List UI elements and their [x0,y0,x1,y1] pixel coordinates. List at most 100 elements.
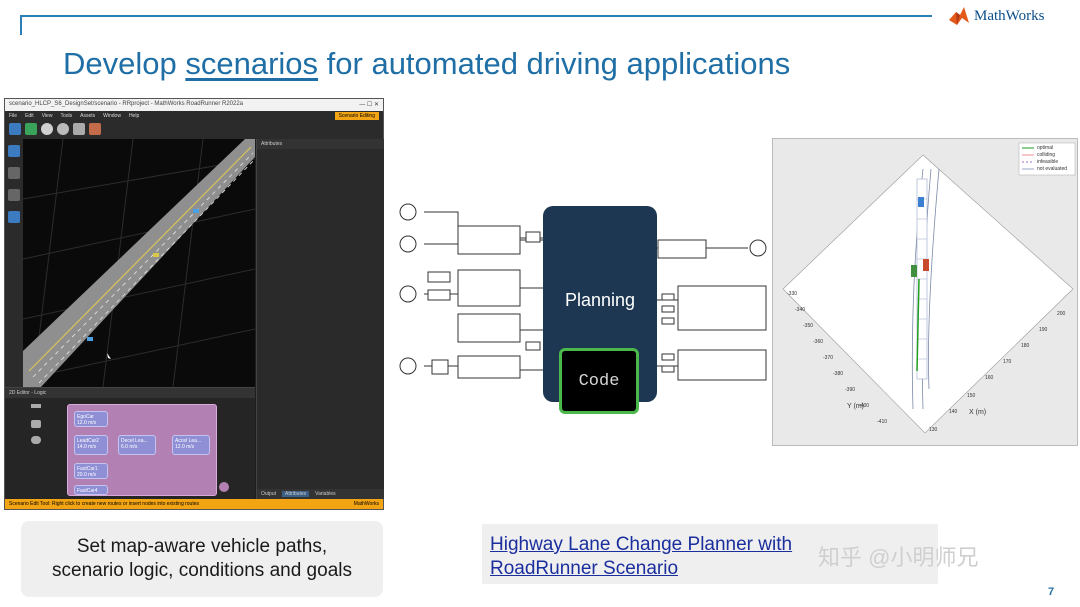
logic-node[interactable]: Accel Lea... 12.0 m/s [172,435,210,455]
rr-window-title: scenario_HLCP_S6_DesignSet/scenario - RR… [9,101,244,107]
logic-settings-icon[interactable] [31,436,41,444]
vehicle-car[interactable] [193,209,199,213]
code-label: Code [578,371,620,391]
status-brand: MathWorks [353,501,379,507]
x-tick: 130 [929,427,938,433]
rr-status-bar: Scenario Edit Tool: Right click to creat… [5,499,383,509]
logic-end-node[interactable] [219,482,229,492]
x-tick: 180 [1021,343,1030,349]
logic-node[interactable]: Decel Lea... 6.0 m/s [118,435,156,455]
x-tick: 170 [1003,359,1012,365]
trajectory-plot: optimal colliding infeasible not evaluat… [772,138,1078,446]
menu-file[interactable]: File [9,113,18,119]
trajectory-plot-canvas [782,142,1076,434]
y-tick: -400 [859,403,870,409]
mathworks-logo: MathWorks [948,6,1044,26]
vehicle-marker [911,265,917,277]
road-scene [23,139,255,387]
tab-output[interactable]: Output [261,491,277,497]
menu-tools[interactable]: Tools [60,113,73,119]
title-suffix: for automated driving applications [318,46,791,81]
vehicle-car[interactable] [153,253,159,257]
sphere-tool-icon[interactable] [57,123,69,135]
status-text: Scenario Edit Tool: Right click to creat… [9,501,200,507]
logic-group: EgoCar 12.0 m/s LeadCar2 14.0 m/s Decel … [67,404,217,496]
x-tick: 160 [985,375,994,381]
anchor-tool-icon[interactable] [73,123,85,135]
rr-title-bar: scenario_HLCP_S6_DesignSet/scenario - RR… [5,99,383,111]
mouse-cursor-icon [107,353,111,359]
route-tool-icon[interactable] [9,123,21,135]
path-tool-icon[interactable] [8,145,20,157]
rr-attributes-panel: Attributes Output Attributes Variables [256,139,384,499]
legend-item: colliding [1037,152,1056,158]
tab-variables[interactable]: Variables [315,491,336,497]
curve-tool-icon[interactable] [8,189,20,201]
y-tick: -360 [813,339,824,345]
logic-tool-icon[interactable] [31,404,41,408]
actor-tool-icon[interactable] [8,211,20,223]
slide-title: Develop scenarios for automated driving … [63,46,790,82]
menu-edit[interactable]: Edit [25,113,34,119]
rr-window-controls[interactable]: — ☐ ✕ [359,102,379,108]
y-tick: -350 [803,323,814,329]
x-tick: 140 [949,409,958,415]
tab-attributes[interactable]: Attributes [282,491,310,497]
rr-3d-viewport[interactable] [23,139,255,387]
vehicle-car[interactable] [87,337,93,341]
logic-node[interactable]: LeadCar2 14.0 m/s [74,435,108,455]
example-link[interactable]: RoadRunner Scenario [490,558,679,579]
legend-item: optimal [1037,145,1054,151]
y-tick: -340 [795,307,806,313]
logic-node[interactable]: FastCar4 [74,485,108,495]
watermark: 知乎 @小明师兄 [818,545,979,570]
layer-tool-icon[interactable] [25,123,37,135]
mode-badge: Scenario Editing [334,112,379,120]
attributes-header: Attributes [257,139,384,149]
y-tick: -380 [833,371,844,377]
caption-line: scenario logic, conditions and goals [52,560,352,581]
globe-tool-icon[interactable] [41,123,53,135]
title-link[interactable]: scenarios [185,46,319,81]
road-tool-icon[interactable] [8,167,20,179]
legend-item: infeasible [1037,159,1059,165]
membrane-icon [949,7,969,25]
ego-vehicle-marker [918,197,924,207]
input-port-icon [399,203,417,221]
vehicle-tool-icon[interactable] [89,123,101,135]
y-tick: -330 [787,291,798,297]
x-axis-label: X (m) [969,409,987,416]
menu-view[interactable]: View [41,113,53,119]
legend-item: not evaluated [1037,166,1068,172]
rr-menu-bar: File Edit View Tools Assets Window Help … [5,111,383,121]
logic-node[interactable]: EgoCar 12.0 m/s [74,411,108,427]
input-port-icon [399,285,417,303]
logic-save-icon[interactable] [31,420,41,428]
x-tick: 200 [1057,311,1066,317]
example-link[interactable]: Highway Lane Change Planner with [490,534,793,555]
rr-toolbar [5,121,383,139]
optimal-trajectory [916,278,920,372]
header-rule [20,15,932,17]
input-port-icon [399,357,417,375]
y-tick: -390 [845,387,856,393]
planning-label: Planning [564,290,636,310]
attributes-tabs: Output Attributes Variables [257,489,384,499]
vehicle-marker [923,259,929,271]
menu-window[interactable]: Window [103,113,121,119]
menu-help[interactable]: Help [128,113,140,119]
code-block[interactable]: Code [559,348,639,414]
logo-text: MathWorks [974,7,1045,24]
planning-subsystem[interactable]: Planning Code [543,206,657,414]
input-port-icon [399,235,417,253]
header-rule-corner [20,15,22,35]
x-tick: 150 [967,393,976,399]
simulink-wires [399,203,767,381]
y-tick: -370 [823,355,834,361]
y-axis-label: Y (m) [847,403,864,410]
logic-header: 2D Editor - Logic [5,388,255,398]
logic-node[interactable]: FastCar1 20.0 m/s [74,463,108,479]
menu-assets[interactable]: Assets [80,113,96,119]
roadrunner-window: scenario_HLCP_S6_DesignSet/scenario - RR… [4,98,384,510]
